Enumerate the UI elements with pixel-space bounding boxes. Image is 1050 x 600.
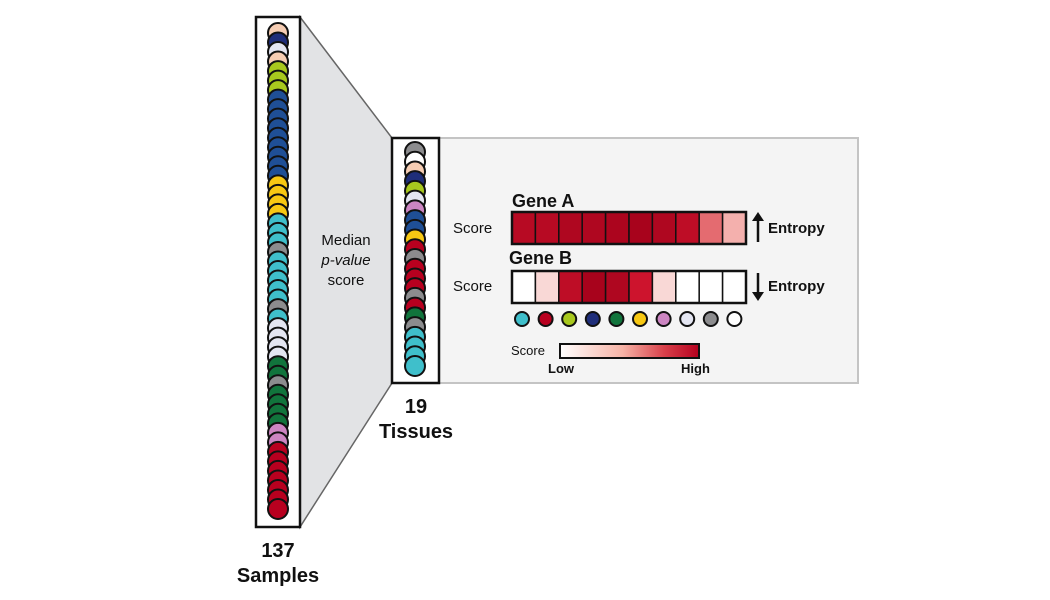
sample-circle (267, 498, 289, 520)
gene-b-outline (510, 269, 748, 305)
gene-a-cell (534, 211, 560, 245)
entropy-down-arrow-icon (752, 273, 764, 301)
gene-b-entropy-label: Entropy (768, 278, 825, 295)
gene-a-cell (721, 211, 747, 245)
gene-b-cell (698, 270, 724, 304)
tissue-legend-circle (702, 311, 719, 327)
tissue-legend-circle (655, 311, 672, 327)
tissue-color-legend (514, 311, 743, 327)
tissues-circles (404, 141, 426, 377)
gene-a-cell (675, 211, 700, 245)
tissue-legend-circle (514, 311, 530, 327)
tissue-legend-circle (584, 311, 601, 327)
gene-b-cell (721, 270, 747, 304)
samples-count: 137 (261, 540, 294, 562)
tissues-unit: Tissues (379, 421, 453, 443)
gene-a-cell (511, 211, 537, 245)
samples-unit: Samples (237, 565, 319, 587)
gene-a-cell (698, 211, 724, 245)
gene-b-cell (581, 270, 607, 304)
gene-b-cell (511, 270, 537, 304)
connector-label-score: score (328, 272, 365, 289)
gene-b-cell (604, 270, 630, 304)
gene-b-title: Gene B (509, 248, 572, 268)
gene-b-heatmap (510, 269, 748, 305)
tissues-count: 19 (405, 396, 427, 418)
gene-a-title: Gene A (512, 191, 574, 211)
tissue-legend-circle (679, 311, 696, 327)
gene-a-entropy-label: Entropy (768, 220, 825, 237)
tissue-legend-circle (537, 311, 554, 327)
gene-a-cell (581, 211, 607, 245)
samples-circles (267, 22, 289, 520)
gene-b-cell (675, 270, 700, 304)
tissue-legend-circle (561, 311, 578, 327)
gene-a-cell (558, 211, 583, 245)
gene-b-cell (651, 270, 677, 304)
gene-a-heatmap (510, 210, 748, 246)
gene-b-cell (534, 270, 560, 304)
scale-legend-low: Low (548, 361, 575, 376)
entropy-up-arrow-icon (752, 212, 764, 242)
gene-a-score-label: Score (453, 220, 492, 237)
gene-b-score-label: Score (453, 278, 492, 295)
scale-legend-title: Score (511, 343, 545, 358)
gene-a-cell (651, 211, 677, 245)
scale-legend-bar (559, 343, 700, 359)
tissue-legend-circle (608, 311, 625, 327)
tissue-circle (404, 355, 426, 377)
gene-a-outline (510, 210, 748, 246)
scale-legend-high: High (681, 361, 710, 376)
detail-panel (436, 137, 859, 384)
tissue-legend-circle (726, 311, 743, 327)
gene-a-cell (628, 211, 654, 245)
connector-label-median: Median (321, 232, 370, 249)
tissue-legend-circle (632, 311, 648, 327)
gene-b-cell (628, 270, 654, 304)
gene-a-cell (604, 211, 630, 245)
gene-b-cell (558, 270, 583, 304)
connector-label-pvalue: p-value (320, 252, 370, 269)
